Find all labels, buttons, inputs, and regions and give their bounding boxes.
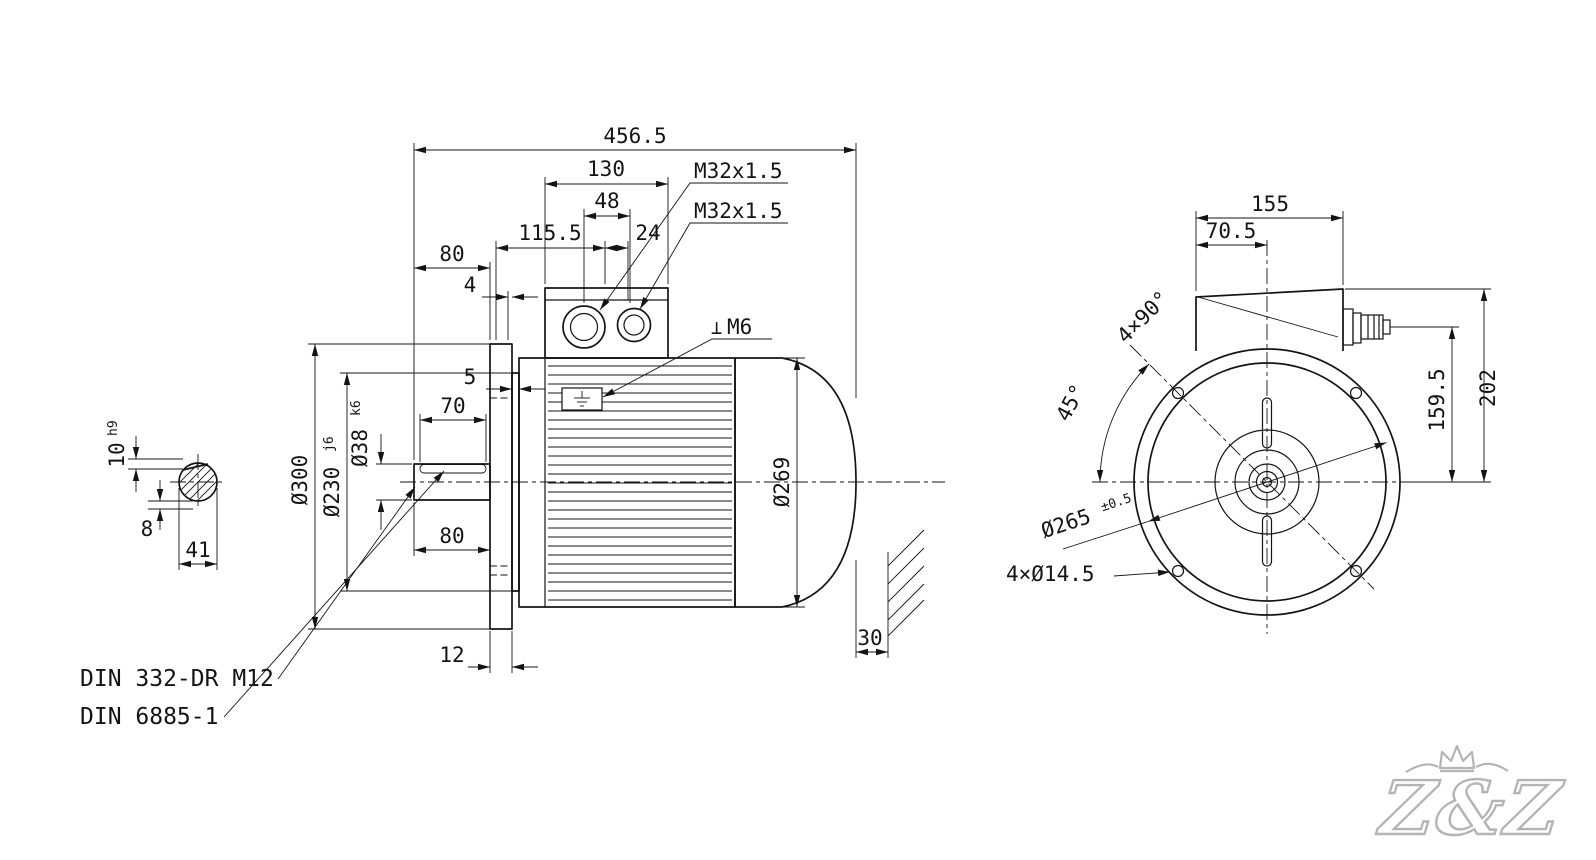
dim-wall-distance: 30 bbox=[857, 626, 882, 650]
motor-body bbox=[518, 357, 736, 608]
dim-gland-edge-offset: 24 bbox=[635, 221, 660, 245]
dim-shaft-diameter: Ø38 bbox=[348, 429, 372, 467]
cooling-fins bbox=[548, 365, 732, 601]
dim-box-top-height: 202 bbox=[1476, 369, 1500, 407]
terminal-box-front bbox=[1195, 288, 1344, 351]
bolt-hole bbox=[1349, 386, 1363, 400]
dim-shaft-tol: k6 bbox=[349, 400, 364, 416]
logo-text: Z&Z bbox=[1373, 765, 1567, 852]
flange-outer-circle bbox=[1133, 348, 1401, 616]
dim-flange-diameter: Ø300 bbox=[288, 455, 312, 506]
dim-bolt-circle: Ø265 bbox=[1038, 504, 1094, 543]
earth-terminal-box bbox=[561, 387, 603, 411]
dim-hole-pattern: 4×90° bbox=[1112, 286, 1174, 348]
note-centre-hole: DIN 332-DR M12 bbox=[80, 666, 274, 692]
side-view: 456.5 130 48 115.5 24 80 4 5 bbox=[80, 124, 945, 730]
dim-overall-length: 456.5 bbox=[603, 124, 666, 148]
dim-keyway-length: 70 bbox=[440, 394, 465, 418]
crown-icon bbox=[1405, 744, 1509, 773]
dim-front-box-offset: 70.5 bbox=[1206, 219, 1257, 243]
dim-shaft-ext-bottom: 80 bbox=[439, 524, 464, 548]
dim-spigot-tol: j6 bbox=[322, 436, 337, 452]
fan-cover bbox=[735, 357, 857, 608]
shaft-keyway bbox=[419, 464, 487, 474]
dim-shaft-ext-top: 80 bbox=[439, 242, 464, 266]
bolt-hole bbox=[1349, 564, 1363, 578]
dim-frame-diameter: Ø269 bbox=[770, 457, 794, 508]
earth-symbol-icon: ⊥ bbox=[711, 317, 722, 339]
dim-total-height: 41 bbox=[185, 538, 210, 562]
dim-gland-height: 159.5 bbox=[1425, 368, 1449, 431]
dim-front-box-width: 155 bbox=[1251, 192, 1289, 216]
dim-bolt-circle-tol: ±0.5 bbox=[1099, 491, 1133, 515]
watermark-logo: Z&Z bbox=[1372, 744, 1568, 853]
note-key-standard: DIN 6885-1 bbox=[80, 704, 218, 730]
cable-gland-2 bbox=[616, 307, 652, 343]
dim-key-width: 10 bbox=[105, 442, 129, 467]
earth-icon bbox=[574, 391, 590, 407]
dim-flange-thickness: 12 bbox=[439, 643, 464, 667]
dim-gland-offset: 115.5 bbox=[518, 221, 581, 245]
shaft-section-view: 10 h9 8 41 bbox=[105, 420, 226, 570]
bolt-hole bbox=[1171, 564, 1185, 578]
label-gland-top: M32x1.5 bbox=[694, 159, 783, 183]
label-earth-thread: M6 bbox=[727, 315, 752, 339]
dim-first-hole-angle: 45° bbox=[1051, 380, 1090, 425]
cable-gland-front bbox=[1342, 308, 1391, 346]
dim-key-width-tol: h9 bbox=[106, 420, 121, 436]
wall-hatching bbox=[887, 529, 925, 637]
label-gland-bottom: M32x1.5 bbox=[694, 199, 783, 223]
dim-spigot-depth: 5 bbox=[464, 365, 477, 389]
dim-gland-spacing: 48 bbox=[594, 189, 619, 213]
terminal-box bbox=[544, 287, 669, 359]
front-view: 155 70.5 202 159.5 4×90° 45° Ø265 ±0.5 4… bbox=[1006, 192, 1500, 634]
note-hole-size: 4×Ø14.5 bbox=[1006, 562, 1095, 586]
dim-key-height: 8 bbox=[141, 517, 154, 541]
section-hatching bbox=[179, 463, 217, 501]
cable-gland-1 bbox=[562, 305, 606, 349]
dim-spigot-diameter: Ø230 bbox=[320, 467, 344, 518]
dim-flange-step: 4 bbox=[464, 273, 477, 297]
flange-plate bbox=[489, 343, 513, 630]
dim-box-width: 130 bbox=[587, 157, 625, 181]
bolt-hole bbox=[1171, 386, 1185, 400]
